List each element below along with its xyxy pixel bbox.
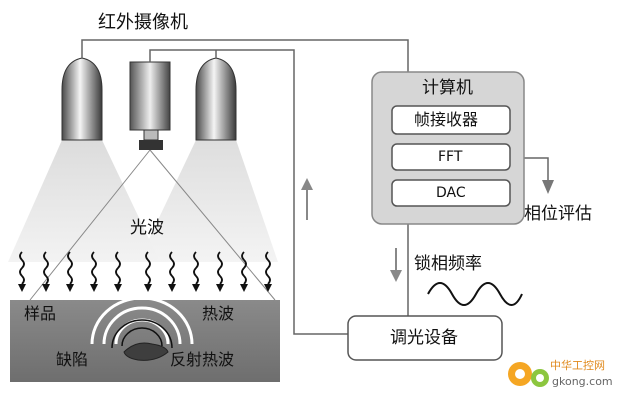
ir-camera-label: 红外摄像机 bbox=[98, 12, 188, 33]
arrow-to-phase-eval bbox=[542, 180, 554, 194]
sample-block bbox=[10, 300, 280, 382]
light-beam-left bbox=[8, 140, 160, 262]
lockin-freq-label: 锁相频率 bbox=[414, 254, 482, 274]
ir-camera bbox=[129, 61, 171, 150]
dac-label: DAC bbox=[436, 185, 466, 201]
reflected-wave-arcs bbox=[111, 319, 173, 349]
camera-fov-right bbox=[149, 149, 276, 301]
frame-grabber-label: 帧接收器 bbox=[414, 110, 479, 129]
defect-label: 缺陷 bbox=[56, 350, 89, 369]
sine-wave bbox=[427, 282, 523, 306]
sample-label: 样品 bbox=[24, 304, 57, 323]
phase-eval-label: 相位评估 bbox=[524, 204, 592, 224]
lamp-left bbox=[61, 57, 103, 141]
light-wave-arrows bbox=[19, 251, 271, 285]
modulator-label: 调光设备 bbox=[390, 328, 458, 348]
reflected-heat-wave-label: 反射热波 bbox=[170, 350, 235, 369]
frame-grabber-box bbox=[391, 105, 511, 135]
camera-fov-left bbox=[29, 149, 151, 301]
fft-label: FFT bbox=[438, 149, 463, 165]
light-beam-right bbox=[138, 140, 278, 262]
dac-box bbox=[391, 179, 511, 207]
computer-label: 计算机 bbox=[422, 78, 473, 98]
heat-wave-label: 热波 bbox=[202, 304, 235, 323]
watermark-logo bbox=[508, 362, 549, 387]
watermark-name: 中华工控网 bbox=[550, 359, 605, 372]
lamp-right bbox=[195, 57, 237, 141]
modulator-box bbox=[347, 315, 503, 361]
light-wave-label: 光波 bbox=[130, 218, 164, 238]
defect-shape bbox=[123, 342, 169, 361]
light-wave-arrowheads bbox=[18, 284, 272, 292]
fft-box bbox=[391, 143, 511, 171]
up-arrow bbox=[301, 178, 313, 220]
down-arrow bbox=[390, 248, 402, 282]
watermark-url: gkong.com bbox=[552, 375, 613, 388]
